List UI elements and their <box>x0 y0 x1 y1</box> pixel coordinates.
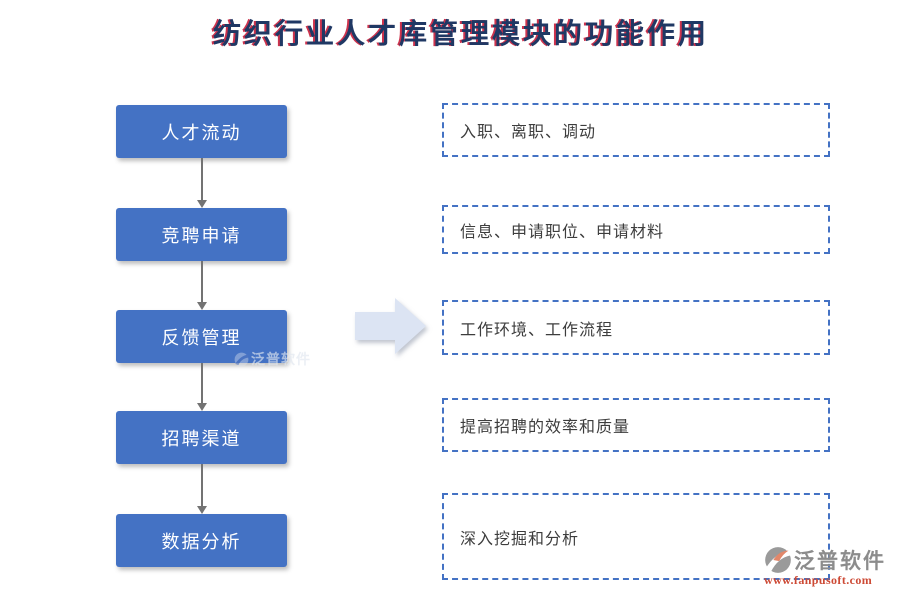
flow-step-label: 人才流动 <box>161 122 242 143</box>
desc-box-data-analysis: 深入挖掘和分析 <box>442 493 830 580</box>
desc-box-talent-flow: 入职、离职、调动 <box>442 103 830 157</box>
desc-text: 提高招聘的效率和质量 <box>460 419 631 436</box>
desc-text: 工作环境、工作流程 <box>460 321 614 339</box>
desc-text: 入职、离职、调动 <box>460 124 597 141</box>
desc-box-competition-application: 信息、申请职位、申请材料 <box>442 205 830 254</box>
flow-step-data-analysis: 数据分析 <box>116 514 287 567</box>
desc-text: 信息、申请职位、申请材料 <box>460 223 665 241</box>
arrowhead-down-icon <box>196 506 207 514</box>
connector-line <box>200 158 203 200</box>
flow-step-competition-application: 竞聘申请 <box>116 208 287 261</box>
connector-arrow-1 <box>196 158 207 208</box>
arrowhead-down-icon <box>196 200 207 208</box>
logo-url: www.fanpusoft.com <box>764 573 873 587</box>
connector-line <box>200 464 203 506</box>
desc-box-feedback-management: 工作环境、工作流程 <box>442 300 830 355</box>
flow-step-recruitment-channels: 招聘渠道 <box>116 411 287 464</box>
desc-box-recruitment-channels: 提高招聘的效率和质量 <box>442 398 830 452</box>
arrowhead-down-icon <box>196 302 207 310</box>
logo-name: 泛普软件 <box>794 549 886 573</box>
flow-step-label: 反馈管理 <box>161 327 242 348</box>
big-right-arrow-icon <box>355 298 426 354</box>
desc-text: 深入挖掘和分析 <box>460 530 580 548</box>
flow-step-label: 数据分析 <box>161 531 242 552</box>
arrowhead-down-icon <box>196 403 207 411</box>
connector-arrow-4 <box>196 464 207 514</box>
fanpusoft-logo: 泛普软件 www.fanpusoft.com <box>764 545 896 588</box>
flow-step-talent-flow: 人才流动 <box>116 105 287 158</box>
flow-step-label: 招聘渠道 <box>161 428 242 449</box>
connector-line <box>200 261 203 302</box>
fanpusoft-logo-icon <box>765 547 791 573</box>
connector-arrow-2 <box>196 261 207 310</box>
flow-step-feedback-management: 反馈管理 <box>116 310 287 363</box>
flow-step-label: 竞聘申请 <box>161 225 242 246</box>
connector-arrow-3 <box>196 363 207 411</box>
page-title: 纺织行业人才库管理模块的功能作用 <box>212 19 709 50</box>
connector-line <box>200 363 203 403</box>
